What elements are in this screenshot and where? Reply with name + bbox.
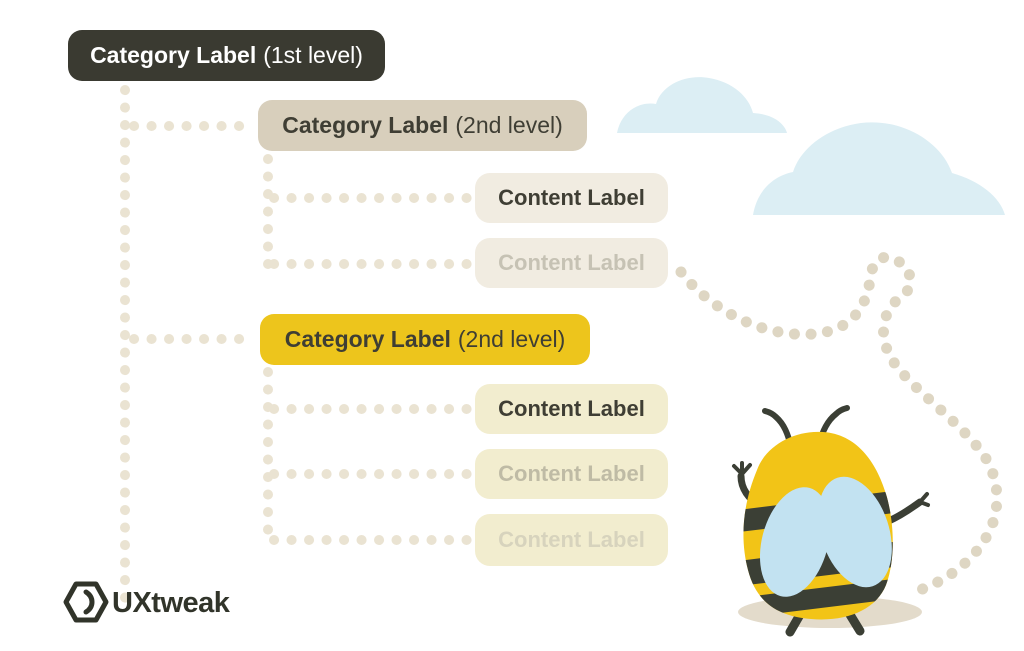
bee-hand-right <box>918 492 930 507</box>
bee-body <box>743 431 893 620</box>
bee-shadow <box>738 596 922 628</box>
bee-arm-left <box>737 472 763 509</box>
bee-antenna-right-icon <box>816 405 850 448</box>
cloud-icon <box>753 122 1005 215</box>
node-title: Content Label <box>498 461 645 486</box>
node-title: Category Label <box>90 42 257 68</box>
node-content-label-2: Content Label <box>475 238 668 288</box>
node-content-label-1: Content Label <box>475 173 668 223</box>
bee-stripe <box>743 577 893 619</box>
clouds <box>617 77 1005 215</box>
brand-chevron-icon <box>83 589 95 615</box>
bee-leg-right <box>844 608 865 636</box>
node-category-1st-level: Category Label (1st level) <box>68 30 385 81</box>
bee-stripe <box>743 540 893 587</box>
cloud-icon <box>617 77 787 133</box>
node-level-suffix: (2nd level) <box>457 326 566 352</box>
bee-flight-trail <box>675 251 1003 600</box>
node-content-label-4: Content Label <box>475 449 668 499</box>
bee-wing-left <box>759 487 831 597</box>
node-category-2nd-level-a: Category Label (2nd level) <box>258 100 587 151</box>
node-title: Content Label <box>498 250 645 275</box>
bee-hand-left <box>732 461 752 476</box>
node-title: Category Label <box>282 112 449 138</box>
node-title: Content Label <box>498 527 645 552</box>
bee-stripe <box>743 489 893 533</box>
node-content-label-3: Content Label <box>475 384 668 434</box>
node-level-suffix: (2nd level) <box>455 112 563 138</box>
node-title: Content Label <box>498 185 645 210</box>
node-title: Category Label <box>284 326 451 352</box>
brand-hexagon-icon <box>63 581 109 623</box>
node-level-suffix: (1st level) <box>263 42 363 68</box>
bee-leg-left <box>785 608 806 637</box>
node-title: Content Label <box>498 396 645 421</box>
node-category-2nd-level-b: Category Label (2nd level) <box>260 314 590 365</box>
bee-arm-right <box>880 498 924 527</box>
brand-name: UXtweak <box>112 587 230 619</box>
node-content-label-5: Content Label <box>475 514 668 566</box>
bee-wing-right <box>818 476 892 588</box>
bee-mascot-illustration <box>732 405 930 637</box>
brand-logo <box>63 581 109 623</box>
bee-antenna-left-icon <box>762 408 794 450</box>
